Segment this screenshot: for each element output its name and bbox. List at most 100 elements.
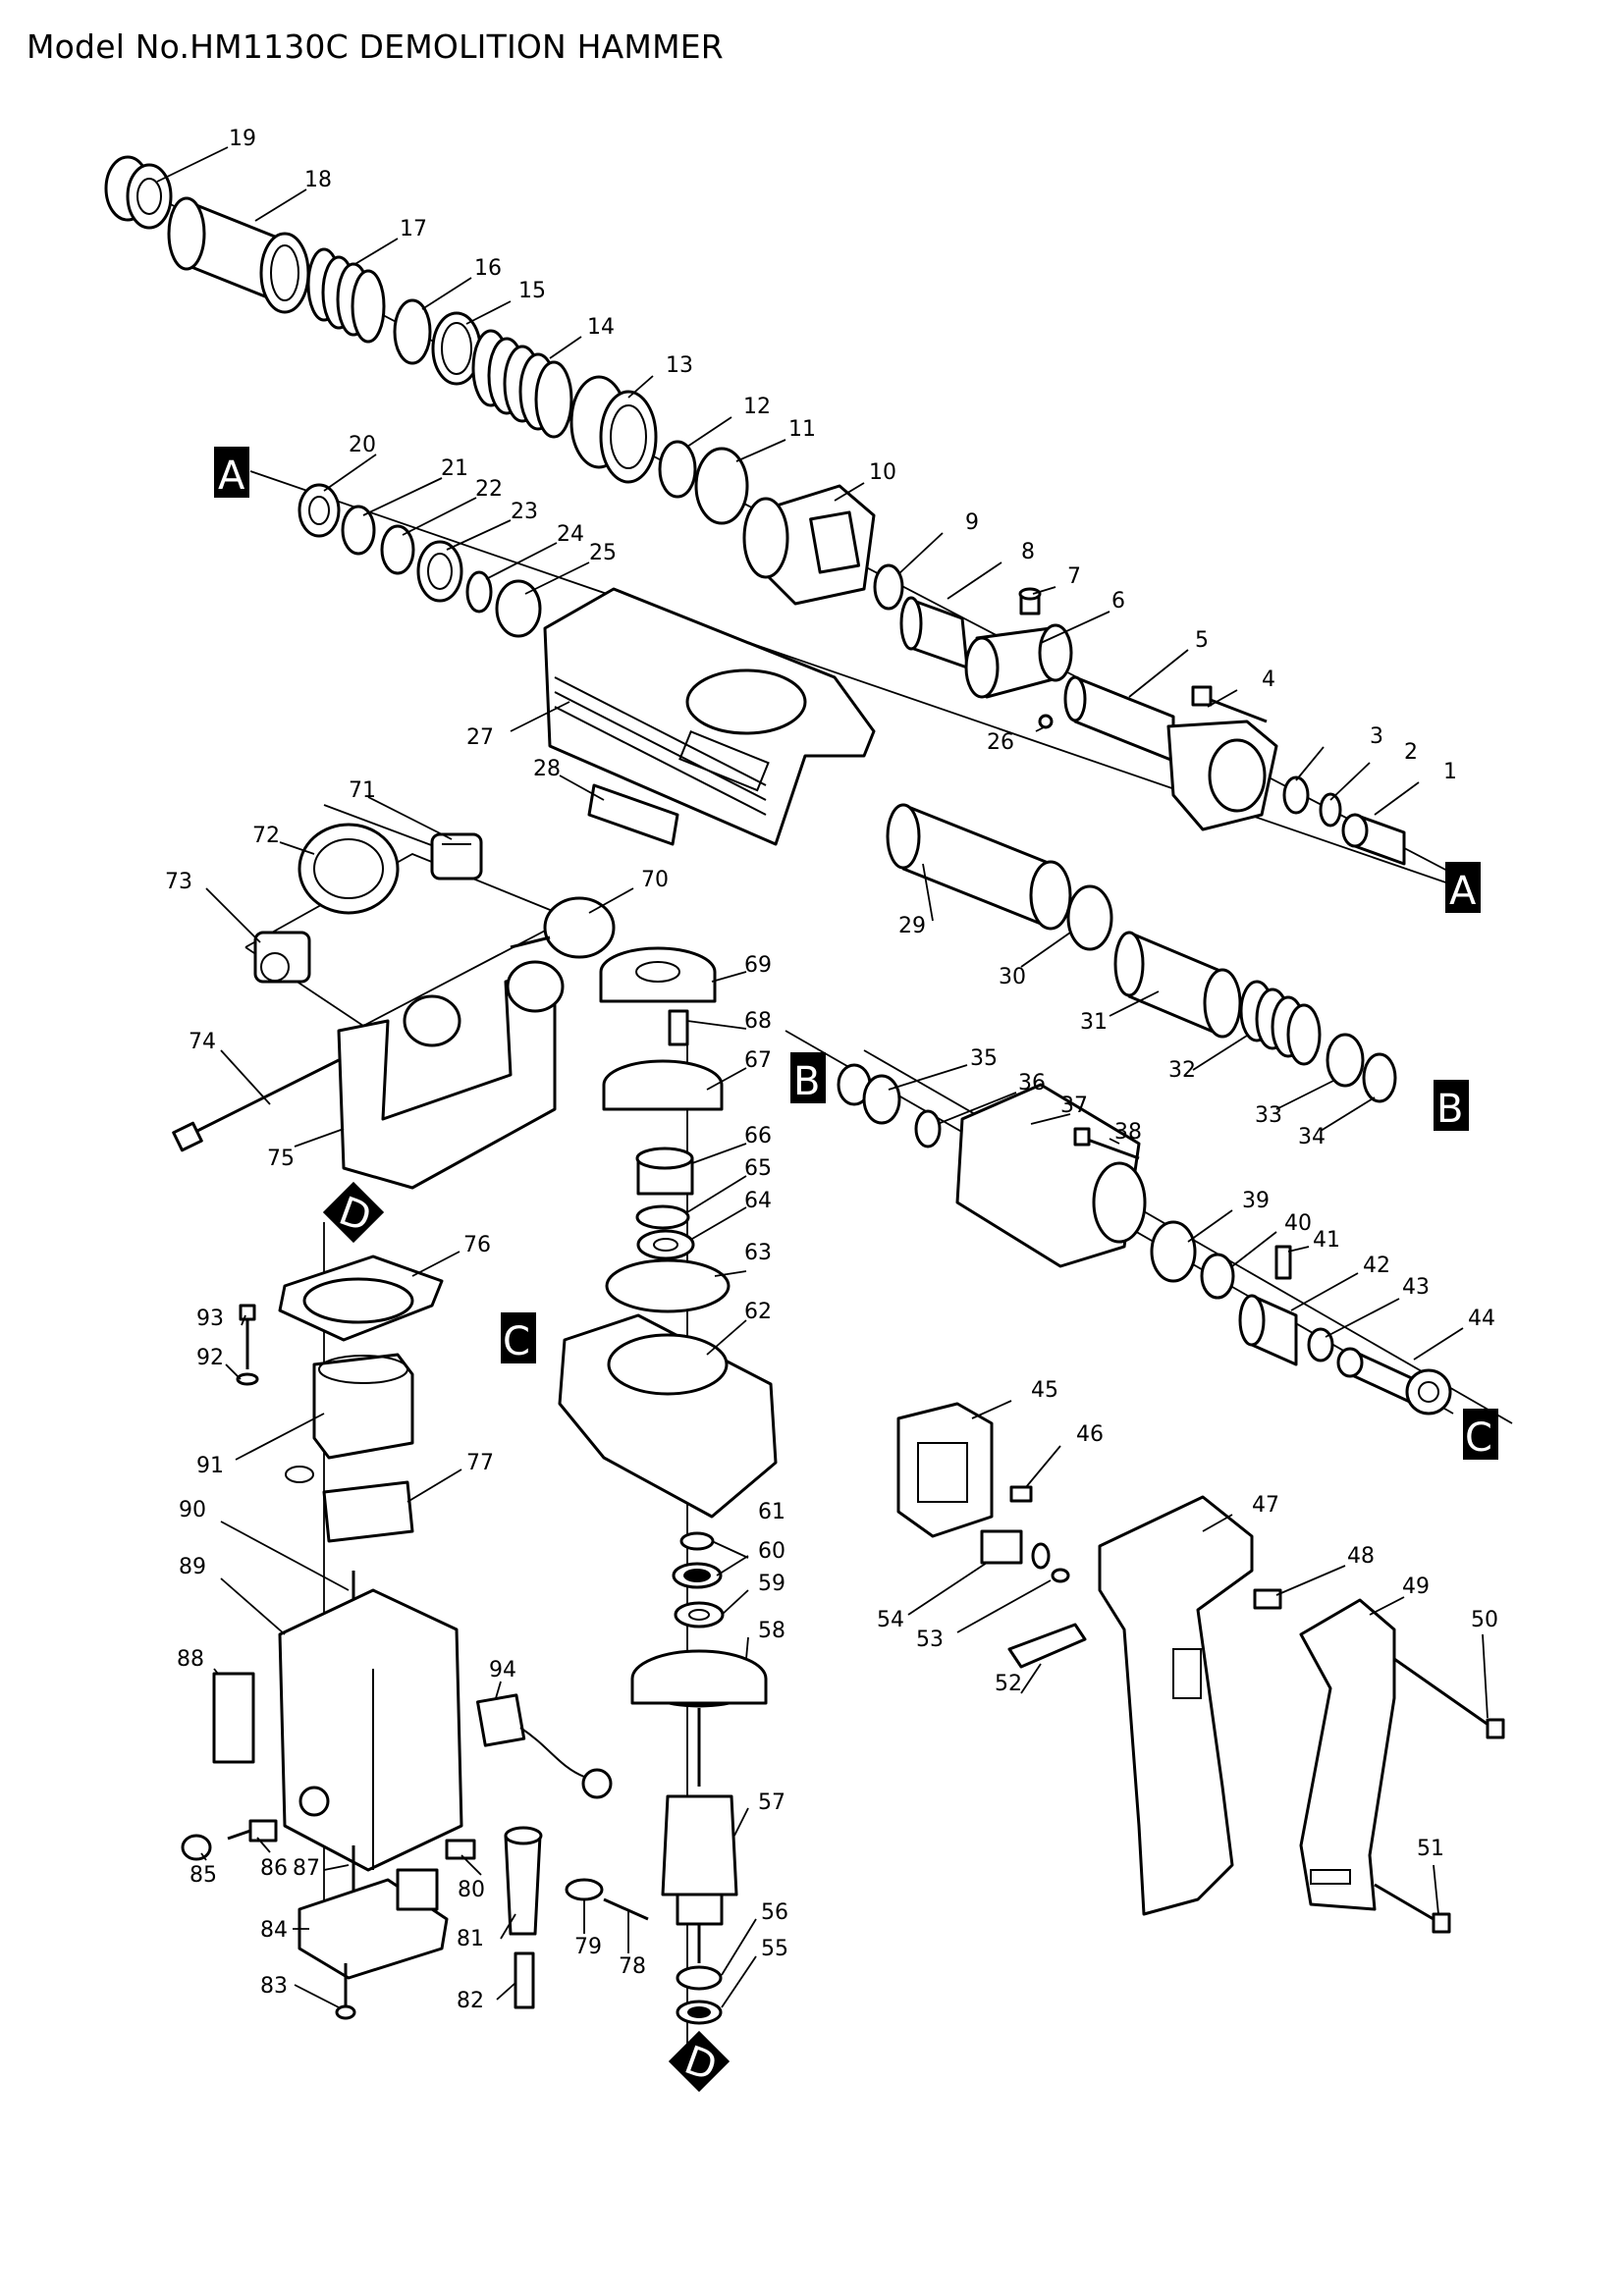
part-59-bearing — [674, 1601, 725, 1629]
part-78-screw — [603, 1897, 649, 1921]
label-53: 53 — [916, 1628, 944, 1652]
label-69: 69 — [744, 953, 772, 978]
label-94: 94 — [489, 1658, 516, 1682]
part-48-clip — [1253, 1588, 1282, 1610]
label-86: 86 — [260, 1856, 288, 1881]
part-76-baffle — [278, 1255, 444, 1342]
label-17: 17 — [400, 217, 427, 241]
part-62-gear-housing — [558, 1313, 778, 1519]
label-55: 55 — [761, 1937, 788, 1961]
label-5: 5 — [1195, 628, 1209, 653]
label-72: 72 — [252, 824, 280, 848]
part-17-spring — [306, 247, 386, 344]
label-20: 20 — [349, 433, 376, 457]
part-25-ring — [495, 579, 542, 638]
label-8: 8 — [1021, 540, 1035, 564]
label-70: 70 — [641, 868, 669, 892]
label-52: 52 — [995, 1672, 1022, 1696]
label-6: 6 — [1111, 589, 1125, 614]
label-31: 31 — [1080, 1010, 1108, 1035]
part-55-bearing — [676, 2000, 723, 2025]
label-90: 90 — [179, 1498, 206, 1522]
gear-column — [558, 946, 778, 2025]
svg-text:A: A — [218, 454, 245, 499]
label-39: 39 — [1242, 1189, 1270, 1213]
label-65: 65 — [744, 1156, 772, 1181]
part-34-ring — [1362, 1052, 1397, 1103]
label-78: 78 — [619, 1954, 646, 1979]
label-66: 66 — [744, 1124, 772, 1148]
part-70-grip — [510, 896, 616, 959]
label-7: 7 — [1067, 564, 1081, 589]
label-14: 14 — [587, 315, 615, 340]
part-64-bearing — [636, 1229, 695, 1260]
label-1: 1 — [1443, 760, 1457, 784]
label-24: 24 — [557, 522, 584, 547]
part-32-spring — [1239, 980, 1322, 1066]
label-45: 45 — [1031, 1378, 1058, 1403]
section-tag-d-bottom: D — [668, 2030, 731, 2093]
part-24-ring — [465, 570, 493, 614]
label-15: 15 — [518, 279, 546, 303]
label-11: 11 — [788, 417, 816, 442]
label-57: 57 — [758, 1790, 785, 1815]
a-assembly — [298, 483, 542, 638]
label-81: 81 — [457, 1927, 484, 1951]
section-tag-d-top: D — [322, 1181, 385, 1244]
part-4-bolt — [1191, 685, 1268, 723]
part-11-ring — [694, 447, 749, 525]
motor-assembly — [181, 1255, 649, 2020]
label-60: 60 — [758, 1539, 785, 1564]
label-13: 13 — [666, 353, 693, 378]
label-2: 2 — [1404, 740, 1418, 765]
leader-lines — [156, 146, 1489, 2008]
svg-text:B: B — [1436, 1087, 1463, 1132]
part-28-label — [587, 783, 679, 846]
part-23-bearing — [416, 540, 463, 603]
label-92: 92 — [196, 1346, 224, 1370]
label-75: 75 — [267, 1147, 295, 1171]
label-64: 64 — [744, 1189, 772, 1213]
label-63: 63 — [744, 1241, 772, 1265]
part-39-ring — [1150, 1220, 1197, 1283]
section-tag-b-left: B — [790, 1052, 826, 1104]
part-46-pin — [1009, 1485, 1033, 1503]
part-84-cover — [298, 1868, 449, 1980]
part-65-ring — [635, 1204, 690, 1230]
label-27: 27 — [466, 725, 494, 750]
part-13-collar — [569, 375, 658, 484]
label-68: 68 — [744, 1009, 772, 1034]
label-3: 3 — [1370, 724, 1383, 749]
part-3-flange — [1166, 720, 1310, 831]
part-35-plug — [837, 1063, 901, 1125]
part-26-ball — [1038, 714, 1054, 729]
label-21: 21 — [441, 456, 468, 481]
label-58: 58 — [758, 1619, 785, 1643]
label-59: 59 — [758, 1572, 785, 1596]
label-25: 25 — [589, 541, 617, 565]
part-14-spring — [471, 329, 573, 439]
part-63-ring — [605, 1258, 731, 1313]
label-79: 79 — [574, 1935, 602, 1959]
label-50: 50 — [1471, 1608, 1498, 1632]
part-82-cord — [514, 1951, 535, 2009]
crank-assembly — [837, 1063, 1452, 1415]
label-9: 9 — [965, 510, 979, 535]
part-27-cover — [543, 587, 876, 846]
label-42: 42 — [1363, 1254, 1390, 1278]
label-16: 16 — [474, 256, 502, 281]
label-80: 80 — [458, 1878, 485, 1902]
part-5-cylinder — [1063, 675, 1175, 763]
part-7-pin — [1018, 587, 1042, 615]
part-9-ring — [873, 563, 904, 611]
label-40: 40 — [1284, 1211, 1312, 1236]
part-number-labels: 1 2 3 4 5 6 7 8 9 10 11 12 13 14 15 16 1… — [165, 127, 1498, 2013]
label-87: 87 — [293, 1856, 320, 1881]
label-54: 54 — [877, 1608, 904, 1632]
part-21-ring — [341, 505, 376, 556]
svg-text:A: A — [1449, 869, 1477, 914]
part-77-brush-holder — [285, 1466, 414, 1543]
part-79-clamp — [565, 1878, 604, 1901]
part-40-ring — [1200, 1253, 1235, 1300]
label-51: 51 — [1417, 1837, 1444, 1861]
